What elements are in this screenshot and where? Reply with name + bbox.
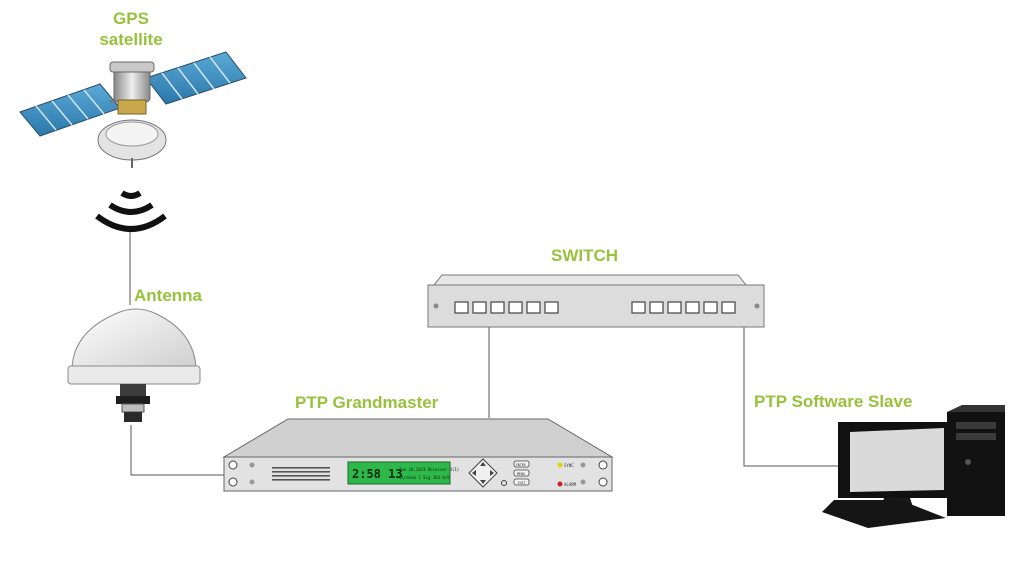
lcd-status-line2: Stratum 1 Sig 36d 0/8 [399, 475, 450, 480]
gps-antenna [67, 308, 201, 422]
sync-label: SYNC [564, 463, 574, 468]
antenna-label: Antenna [134, 286, 202, 305]
monitor-screen [850, 428, 944, 492]
antenna-grandmaster-cable [130, 425, 225, 476]
switch-slave-cable [743, 327, 850, 467]
pc-tower [947, 412, 1005, 516]
alarm-led [557, 481, 563, 487]
lcd-clock: 2:58 13 [352, 467, 403, 481]
signal-waves-icon [95, 190, 167, 232]
computer-workstation-icon [822, 405, 1005, 528]
switch-label: SWITCH [551, 246, 619, 265]
mouse [885, 512, 907, 520]
gps-satellite-label: GPS satellite [95, 8, 167, 50]
menu-buttons: ENTER MENU EXIT [513, 460, 530, 486]
ptp-grandmaster-device: 2:58 13 Jan 18,2023 Receiver 4(1) Stratu… [222, 418, 614, 492]
navigation-dpad-icon [468, 458, 498, 488]
switch-port-group-left [454, 301, 559, 314]
vent-grille [272, 467, 330, 481]
gps-label-line2: satellite [99, 30, 163, 49]
sync-led [557, 462, 563, 468]
knob-icon [501, 480, 507, 486]
software-slave-label: PTP Software Slave [754, 392, 913, 411]
menu-button-label: MENU [517, 472, 525, 476]
right-solar-panel [145, 51, 247, 105]
exit-button-label: EXIT [518, 481, 526, 485]
grandmaster-label: PTP Grandmaster [295, 393, 439, 412]
network-switch [427, 274, 765, 328]
lcd-display [347, 461, 451, 485]
keyboard [822, 500, 946, 528]
gps-satellite [19, 51, 247, 168]
lcd-status-line1: Jan 18,2023 Receiver 4(1) [399, 467, 459, 472]
enter-button-label: ENTER [516, 463, 526, 467]
alarm-label: ALARM [564, 482, 577, 487]
connection-lines [129, 232, 850, 476]
switch-port-group-right [631, 301, 736, 314]
gps-label-line1: GPS [113, 9, 149, 28]
